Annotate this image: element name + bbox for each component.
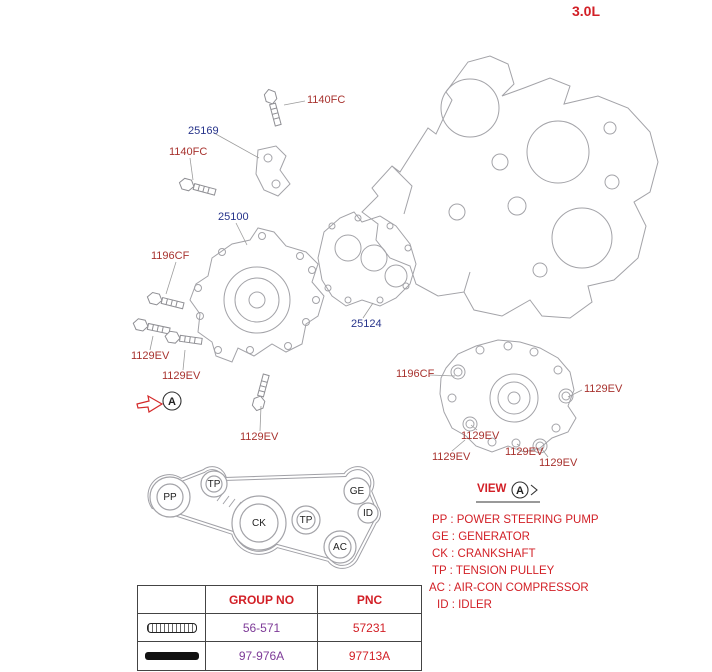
bolt-1129ev-1 [131,317,172,337]
view-a-pump [439,339,577,454]
table-header-pnc: PNC [318,586,421,614]
view-note-label: VIEW [477,483,507,495]
stud-1196cf [145,291,186,312]
part-label-25124: 25124 [351,318,382,330]
bolt-1129ev-2 [163,330,204,348]
bracket-25169 [255,145,291,197]
table-row [138,614,206,642]
pulley-label-ck: CK [252,518,266,529]
part-label-1140fc-side: 1140FC [169,146,208,158]
part-label-1129ev-view-4: 1129EV [539,457,578,469]
part-label-1129ev-2: 1129EV [162,370,201,382]
water-pump-25100 [189,227,325,363]
legend-item-id: ID : IDLER [437,599,492,611]
part-label-1129ev-1: 1129EV [131,350,170,362]
gasket-25124 [317,211,417,307]
pulley-label-tp2: TP [300,515,313,526]
small-arrow-icon [530,484,538,496]
red-arrow-icon [136,394,164,413]
engine-size-label: 3.0L [572,3,601,19]
part-label-1129ev-view-3: 1129EV [505,446,544,458]
solid-belt-icon [144,652,199,660]
belt-routing-diagram: PP TP CK TP AC GE ID [147,466,381,569]
table-cell-group-1: 56-571 [206,614,318,642]
part-label-25100: 25100 [218,211,249,223]
part-label-1140fc-top: 1140FC [307,94,346,106]
part-label-1129ev-3: 1129EV [240,431,279,443]
pulley-label-id: ID [363,508,373,519]
legend-item-ge: GE : GENERATOR [432,531,530,543]
legend-item-ck: CK : CRANKSHAFT [432,548,536,560]
view-marker-letter: A [516,485,524,497]
pulley-label-ac: AC [333,542,347,553]
table-cell-group-2: 97-976A [206,642,318,670]
marker-a-letter: A [168,396,176,408]
engine-block-outline [361,55,659,319]
bolt-1140fc-side [177,176,218,199]
table-header-group-no: GROUP NO [206,586,318,614]
leader-lines [149,100,583,458]
pulley-label-ge: GE [350,486,365,497]
table-cell-pnc-2: 97713A [348,649,391,663]
part-label-1129ev-view-right: 1129EV [584,383,623,395]
table-header-icon [138,586,206,614]
table-row [138,642,206,670]
legend-item-tp: TP : TENSION PULLEY [432,565,555,577]
pulley-label-pp: PP [163,492,177,503]
part-label-1196cf-view: 1196CF [396,368,435,380]
bolt-1140fc-top [262,87,285,128]
part-label-1129ev-view-1: 1129EV [432,451,471,463]
pulleys [149,470,379,564]
pulley-label-tp1: TP [208,479,221,490]
legend-item-ac: AC : AIR-CON COMPRESSOR [429,582,589,594]
table-cell-pnc-1: 57231 [318,614,421,642]
bolt-1129ev-bottom [250,372,273,413]
part-label-1129ev-view-2: 1129EV [461,430,500,442]
part-label-1196cf: 1196CF [151,250,190,262]
legend-item-pp: PP : POWER STEERING PUMP [432,514,599,526]
parts-table: GROUP NO PNC 56-571 57231 97-976A 97713A [137,585,422,671]
view-note-marker: A [476,481,540,503]
part-label-25169: 25169 [188,125,219,137]
detail-marker-a: A [136,391,182,413]
ribbed-belt-icon [146,622,197,633]
